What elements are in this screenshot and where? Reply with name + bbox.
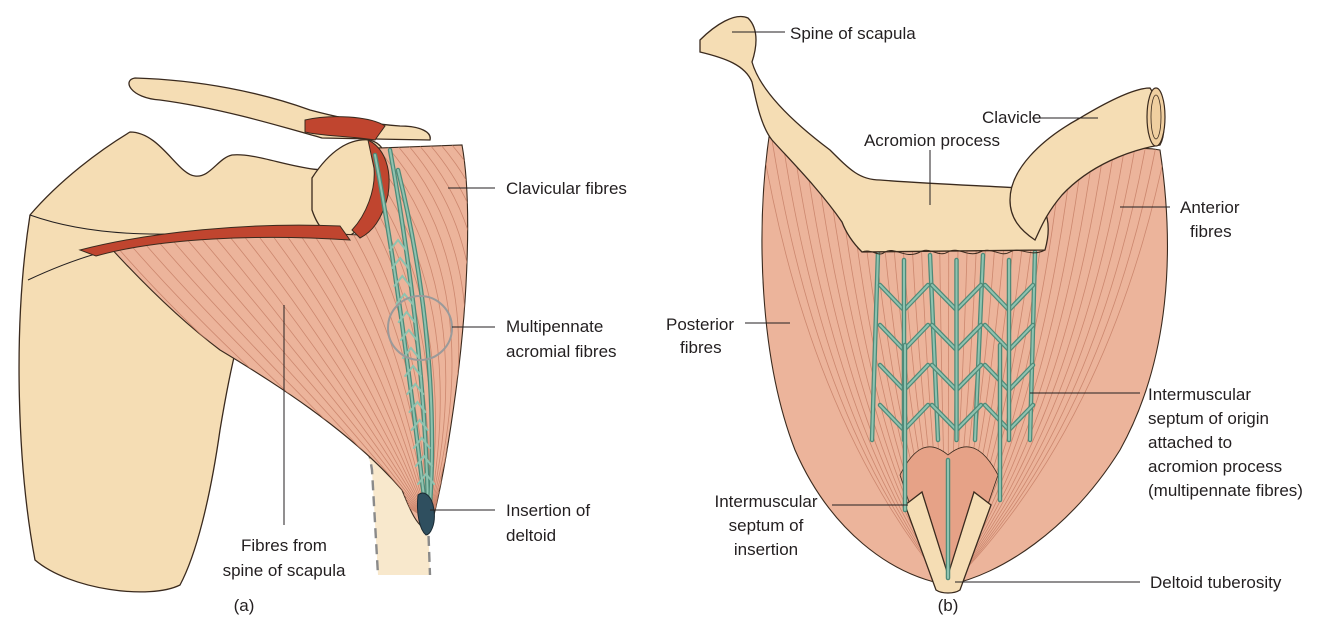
label-anterior-line2: fibres <box>1190 222 1232 241</box>
panel-b: Spine of scapula Clavicle Acromion proce… <box>666 17 1303 615</box>
label-clavicle: Clavicle <box>982 108 1042 127</box>
label-spine-fibres-line2: spine of scapula <box>223 561 346 580</box>
label-insertion-septum-line3: insertion <box>734 540 798 559</box>
label-origin-septum-line4: acromion process <box>1148 457 1282 476</box>
label-origin-septum-line3: attached to <box>1148 433 1232 452</box>
clavicle-a <box>129 78 430 140</box>
caption-b: (b) <box>938 596 959 615</box>
label-origin-septum-line1: Intermuscular <box>1148 385 1251 404</box>
label-acromion-process: Acromion process <box>864 131 1000 150</box>
label-spine-fibres-line1: Fibres from <box>241 536 327 555</box>
panel-a: Clavicular fibres Multipennate acromial … <box>19 78 627 615</box>
label-insertion-line1: Insertion of <box>506 501 590 520</box>
label-posterior-line1: Posterior <box>666 315 734 334</box>
label-clavicular-fibres: Clavicular fibres <box>506 179 627 198</box>
caption-a: (a) <box>234 596 255 615</box>
label-origin-septum-line2: septum of origin <box>1148 409 1269 428</box>
label-deltoid-tuberosity: Deltoid tuberosity <box>1150 573 1282 592</box>
label-origin-septum-line5: (multipennate fibres) <box>1148 481 1303 500</box>
label-posterior-line2: fibres <box>680 338 722 357</box>
label-anterior-line1: Anterior <box>1180 198 1240 217</box>
label-multipennate-line1: Multipennate <box>506 317 603 336</box>
label-insertion-line2: deltoid <box>506 526 556 545</box>
label-insertion-septum-line1: Intermuscular <box>715 492 818 511</box>
label-spine-of-scapula: Spine of scapula <box>790 24 916 43</box>
label-insertion-septum-line2: septum of <box>729 516 804 535</box>
label-multipennate-line2: acromial fibres <box>506 342 617 361</box>
